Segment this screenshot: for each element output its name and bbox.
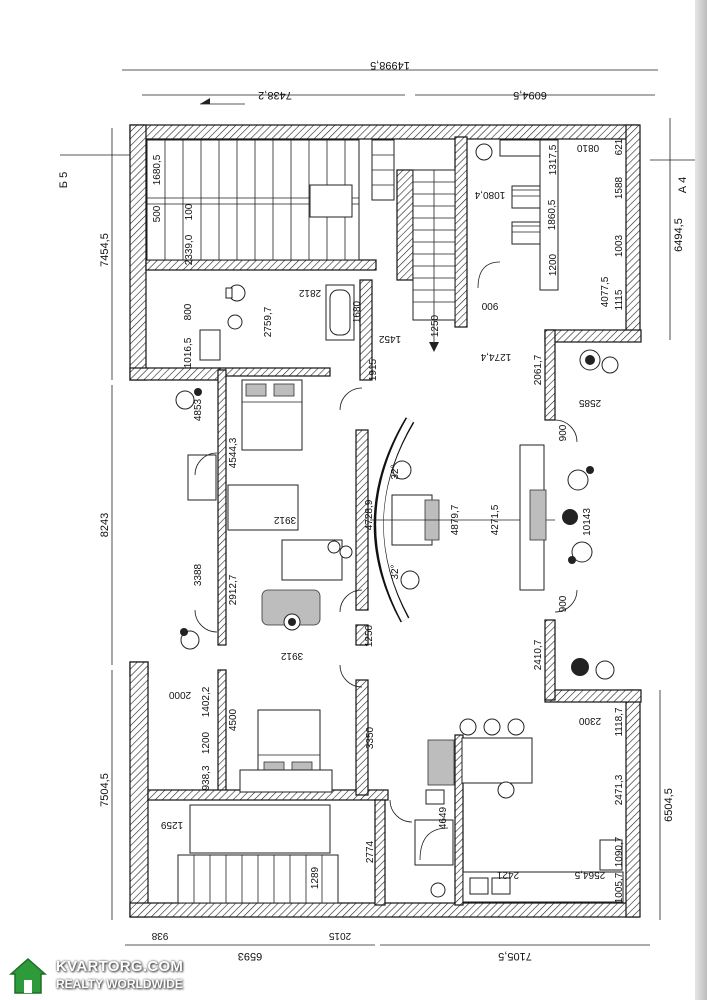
plant-icon [175, 388, 202, 650]
bathroom-3 [475, 139, 559, 291]
dim-top-total: 14998,5 [370, 59, 410, 71]
dim-living-angle-top: 32° [390, 464, 401, 479]
watermark-subtitle: REALTY WORLDWIDE [56, 977, 183, 991]
exterior-walls [129, 124, 642, 918]
dim-living-4271: 4271,5 [490, 504, 501, 535]
section-marker-b5: Б 5 [58, 172, 70, 188]
page-binding-edge [695, 0, 707, 1000]
dim-bed1-3912: 3912 [273, 514, 296, 525]
bedroom-1 [187, 379, 303, 531]
dim-office-1250: 1250 [364, 624, 375, 647]
office [261, 539, 353, 631]
dim-bed1-4544: 4544,3 [228, 437, 239, 468]
dim-balc-900a: 900 [558, 424, 569, 441]
kitchen [427, 718, 624, 903]
dim-kit-1005: 1005,7 [614, 872, 625, 903]
dim-left-top: 7454,5 [99, 233, 111, 267]
dim-stair2-1259: 1259 [160, 819, 183, 830]
dim-stair2-1289: 1289 [310, 866, 321, 889]
dim-right-1115: 1115 [614, 289, 625, 310]
dim-bottom-right: 7105,5 [498, 950, 532, 962]
watermark: KVARTORG.COM REALTY WORLDWIDE [8, 956, 198, 996]
dim-right-top: 6494,5 [673, 218, 685, 252]
dim-bed2-4500: 4500 [228, 708, 239, 731]
dim-balc-2585: 2585 [578, 397, 601, 408]
dim-bath-1915: 1915 [368, 358, 379, 381]
dimension-lines [60, 69, 700, 946]
house-logo-icon [9, 957, 47, 994]
dim-balc-2300: 2300 [578, 715, 601, 726]
dim-stair-100: 100 [184, 203, 195, 220]
dim-bed1-4853: 4853 [193, 398, 204, 421]
dim-bath-800: 800 [183, 303, 194, 320]
dim-stairs-1250: 1250 [430, 314, 441, 337]
dim-living-4879: 4879,7 [450, 504, 461, 535]
dim-living-angle-bottom: 32° [390, 564, 401, 579]
direction-arrow-icon [200, 98, 245, 105]
bedroom-2 [239, 709, 333, 793]
dim-bath-2759: 2759,7 [263, 306, 274, 337]
dim-top-right: 6094,5 [513, 89, 547, 101]
dim-bath-2812: 2812 [298, 287, 321, 298]
dim-bottom-938: 938 [151, 930, 168, 941]
dim-living-4728: 4728,9 [364, 499, 375, 530]
stair-top-left [146, 139, 360, 261]
dim-right-bottom: 6504,5 [663, 788, 675, 822]
dim-stairs-900: 900 [481, 300, 498, 311]
dim-bottom-left: 6593 [238, 950, 262, 962]
dim-office-3388: 3388 [193, 563, 204, 586]
watermark-title: KVARTORG.COM [56, 958, 184, 975]
dim-bed2-2000: 2000 [168, 689, 191, 700]
living-room [370, 417, 555, 623]
section-marker-a4: А 4 [677, 177, 689, 194]
dim-bath-1452: 1452 [378, 333, 401, 344]
stair-bottom-left [177, 804, 339, 904]
dim-bed2-1402: 1402,2 [201, 686, 212, 717]
dim-stair-500: 500 [152, 205, 163, 222]
dim-balc-10143: 10143 [582, 508, 593, 536]
dim-top-left: 7438,2 [258, 89, 292, 101]
balcony-plants [562, 349, 619, 680]
dim-bath-1016: 1016,5 [183, 337, 194, 368]
dim-bed2-1200: 1200 [201, 731, 212, 754]
dim-right-1317: 1317,5 [548, 144, 559, 175]
dim-bed2-3350: 3350 [365, 726, 376, 749]
dim-stair-1680: 1680,5 [152, 154, 163, 185]
dim-office-3912: 3912 [280, 650, 303, 661]
dim-left-mid: 8243 [99, 513, 111, 537]
dim-stairs-1274: 1274,4 [480, 351, 511, 362]
dim-kit-2471: 2471,3 [614, 774, 625, 805]
dim-stair-2339: 2339,0 [184, 234, 195, 265]
dim-kit-1118: 1118,7 [614, 707, 625, 737]
dim-bottom-2015: 2015 [328, 930, 351, 941]
dim-right-1588: 1588 [614, 176, 625, 199]
dim-right-1080: 1080,4 [474, 189, 505, 200]
dim-balc-2410: 2410,7 [533, 639, 544, 670]
dim-right-0810: 0810 [576, 142, 599, 153]
dim-office-2912: 2912,7 [228, 574, 239, 605]
dim-left-bottom: 7504,5 [99, 773, 111, 807]
bathroom-1 [199, 284, 355, 361]
stair-center [371, 139, 456, 352]
dim-bed2-938: 938,3 [201, 765, 212, 790]
dim-right-621: 621 [614, 138, 625, 155]
bathroom-2 [414, 789, 454, 898]
dim-bath-1680: 1680 [352, 300, 363, 323]
dim-kit-1090: 1090,7 [614, 836, 625, 867]
dim-kit-2421: 2421 [496, 869, 519, 880]
dim-balc-2061: 2061,7 [533, 354, 544, 385]
dim-right-1003: 1003 [614, 234, 625, 257]
dim-balc-900b: 900 [558, 595, 569, 612]
dim-bath2-2774: 2774 [365, 840, 376, 863]
dimension-labels: 14998,5 7438,2 6094,5 7454,5 8243 7504,5… [58, 59, 689, 962]
dim-right-1860: 1860,5 [547, 199, 558, 230]
dim-kit-4649: 4649 [438, 806, 449, 829]
door-swings [194, 387, 578, 823]
dim-right-1200: 1200 [548, 253, 559, 276]
dim-kit-2564: 2564,5 [574, 869, 605, 880]
dim-right-4077: 4077,5 [600, 276, 611, 307]
